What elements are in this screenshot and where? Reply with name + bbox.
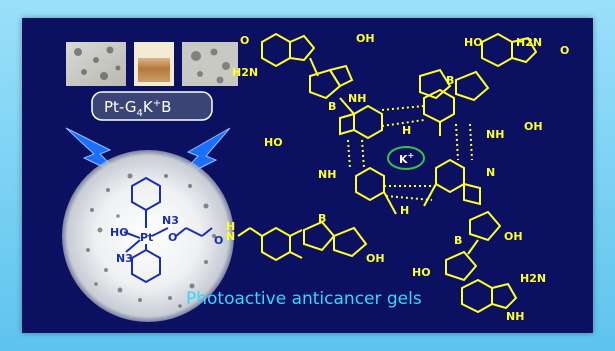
label-ho-3: HO [412, 266, 431, 279]
potassium-cation-icon [387, 146, 425, 170]
ribose-bottom-left [303, 220, 336, 252]
gel-photos [66, 42, 238, 86]
micrograph-right-particles [191, 48, 230, 84]
label-nh-1: NH [348, 92, 366, 105]
label-h-1: H [402, 124, 411, 137]
label-o-2: O [560, 44, 569, 57]
gel-label: Pt-G4K+B [104, 98, 171, 119]
micrograph-left [66, 42, 126, 86]
glowing-micrograph [62, 150, 234, 322]
complex-pt: Pt [140, 231, 153, 244]
g-quartet-network [261, 32, 538, 314]
ribose-top-right [455, 70, 490, 102]
catechol-ring [261, 226, 291, 262]
cation-label: K+ [399, 151, 414, 166]
guanine-q2 [423, 88, 455, 124]
label-o: O [240, 34, 249, 47]
guanine-q4 [355, 166, 385, 202]
micrograph-left-particles [74, 46, 121, 80]
ribose-bottom-right [469, 210, 502, 242]
label-h2n-1: H2N [232, 66, 258, 79]
gel-label-box [91, 91, 213, 121]
caption: Photoactive anticancer gels [186, 289, 422, 309]
label-nh-4: NH [506, 310, 524, 323]
ribose-top-left [309, 68, 342, 100]
hydrogen-bonds [347, 105, 473, 201]
label-oh-1: OH [356, 32, 375, 45]
guanine-bottom-right [461, 278, 493, 314]
label-oh-3: OH [504, 230, 523, 243]
label-b-1: B [328, 100, 336, 113]
complex-ho: HO [110, 226, 129, 239]
label-h2n-3: H2N [520, 272, 546, 285]
label-ho-1: HO [264, 136, 283, 149]
guanine-top-right [481, 32, 513, 68]
label-ho-2: HO [464, 36, 483, 49]
complex-n3-bottom: N3 [116, 252, 133, 265]
label-b-2: B [446, 74, 454, 87]
pyridine-top [131, 176, 161, 212]
label-oh-4: OH [366, 252, 385, 265]
micrograph-dots [86, 173, 216, 308]
label-nh-2: NH [486, 128, 504, 141]
label-n-1: N [486, 166, 495, 179]
label-b-3: B [454, 234, 462, 247]
complex-o: O [168, 231, 177, 244]
complex-o-carbonyl: O [214, 234, 223, 247]
label-oh-2: OH [524, 120, 543, 133]
guanine-q1 [353, 104, 383, 140]
nanoparticle-micrograph-icon [182, 42, 238, 86]
label-h2n-2: H2N [516, 36, 542, 49]
label-b-4: B [318, 212, 326, 225]
label-h-2: H [400, 204, 409, 217]
amide-nh: H [226, 220, 235, 233]
label-nh-3: NH [318, 168, 336, 181]
pt-complex [123, 176, 213, 284]
amide-n: N [226, 230, 235, 243]
gel-vial [138, 58, 170, 82]
guanine-q3 [435, 158, 465, 194]
guanine-top-left [261, 32, 291, 68]
linker-chain [237, 226, 303, 262]
complex-n3-top: N3 [162, 214, 179, 227]
